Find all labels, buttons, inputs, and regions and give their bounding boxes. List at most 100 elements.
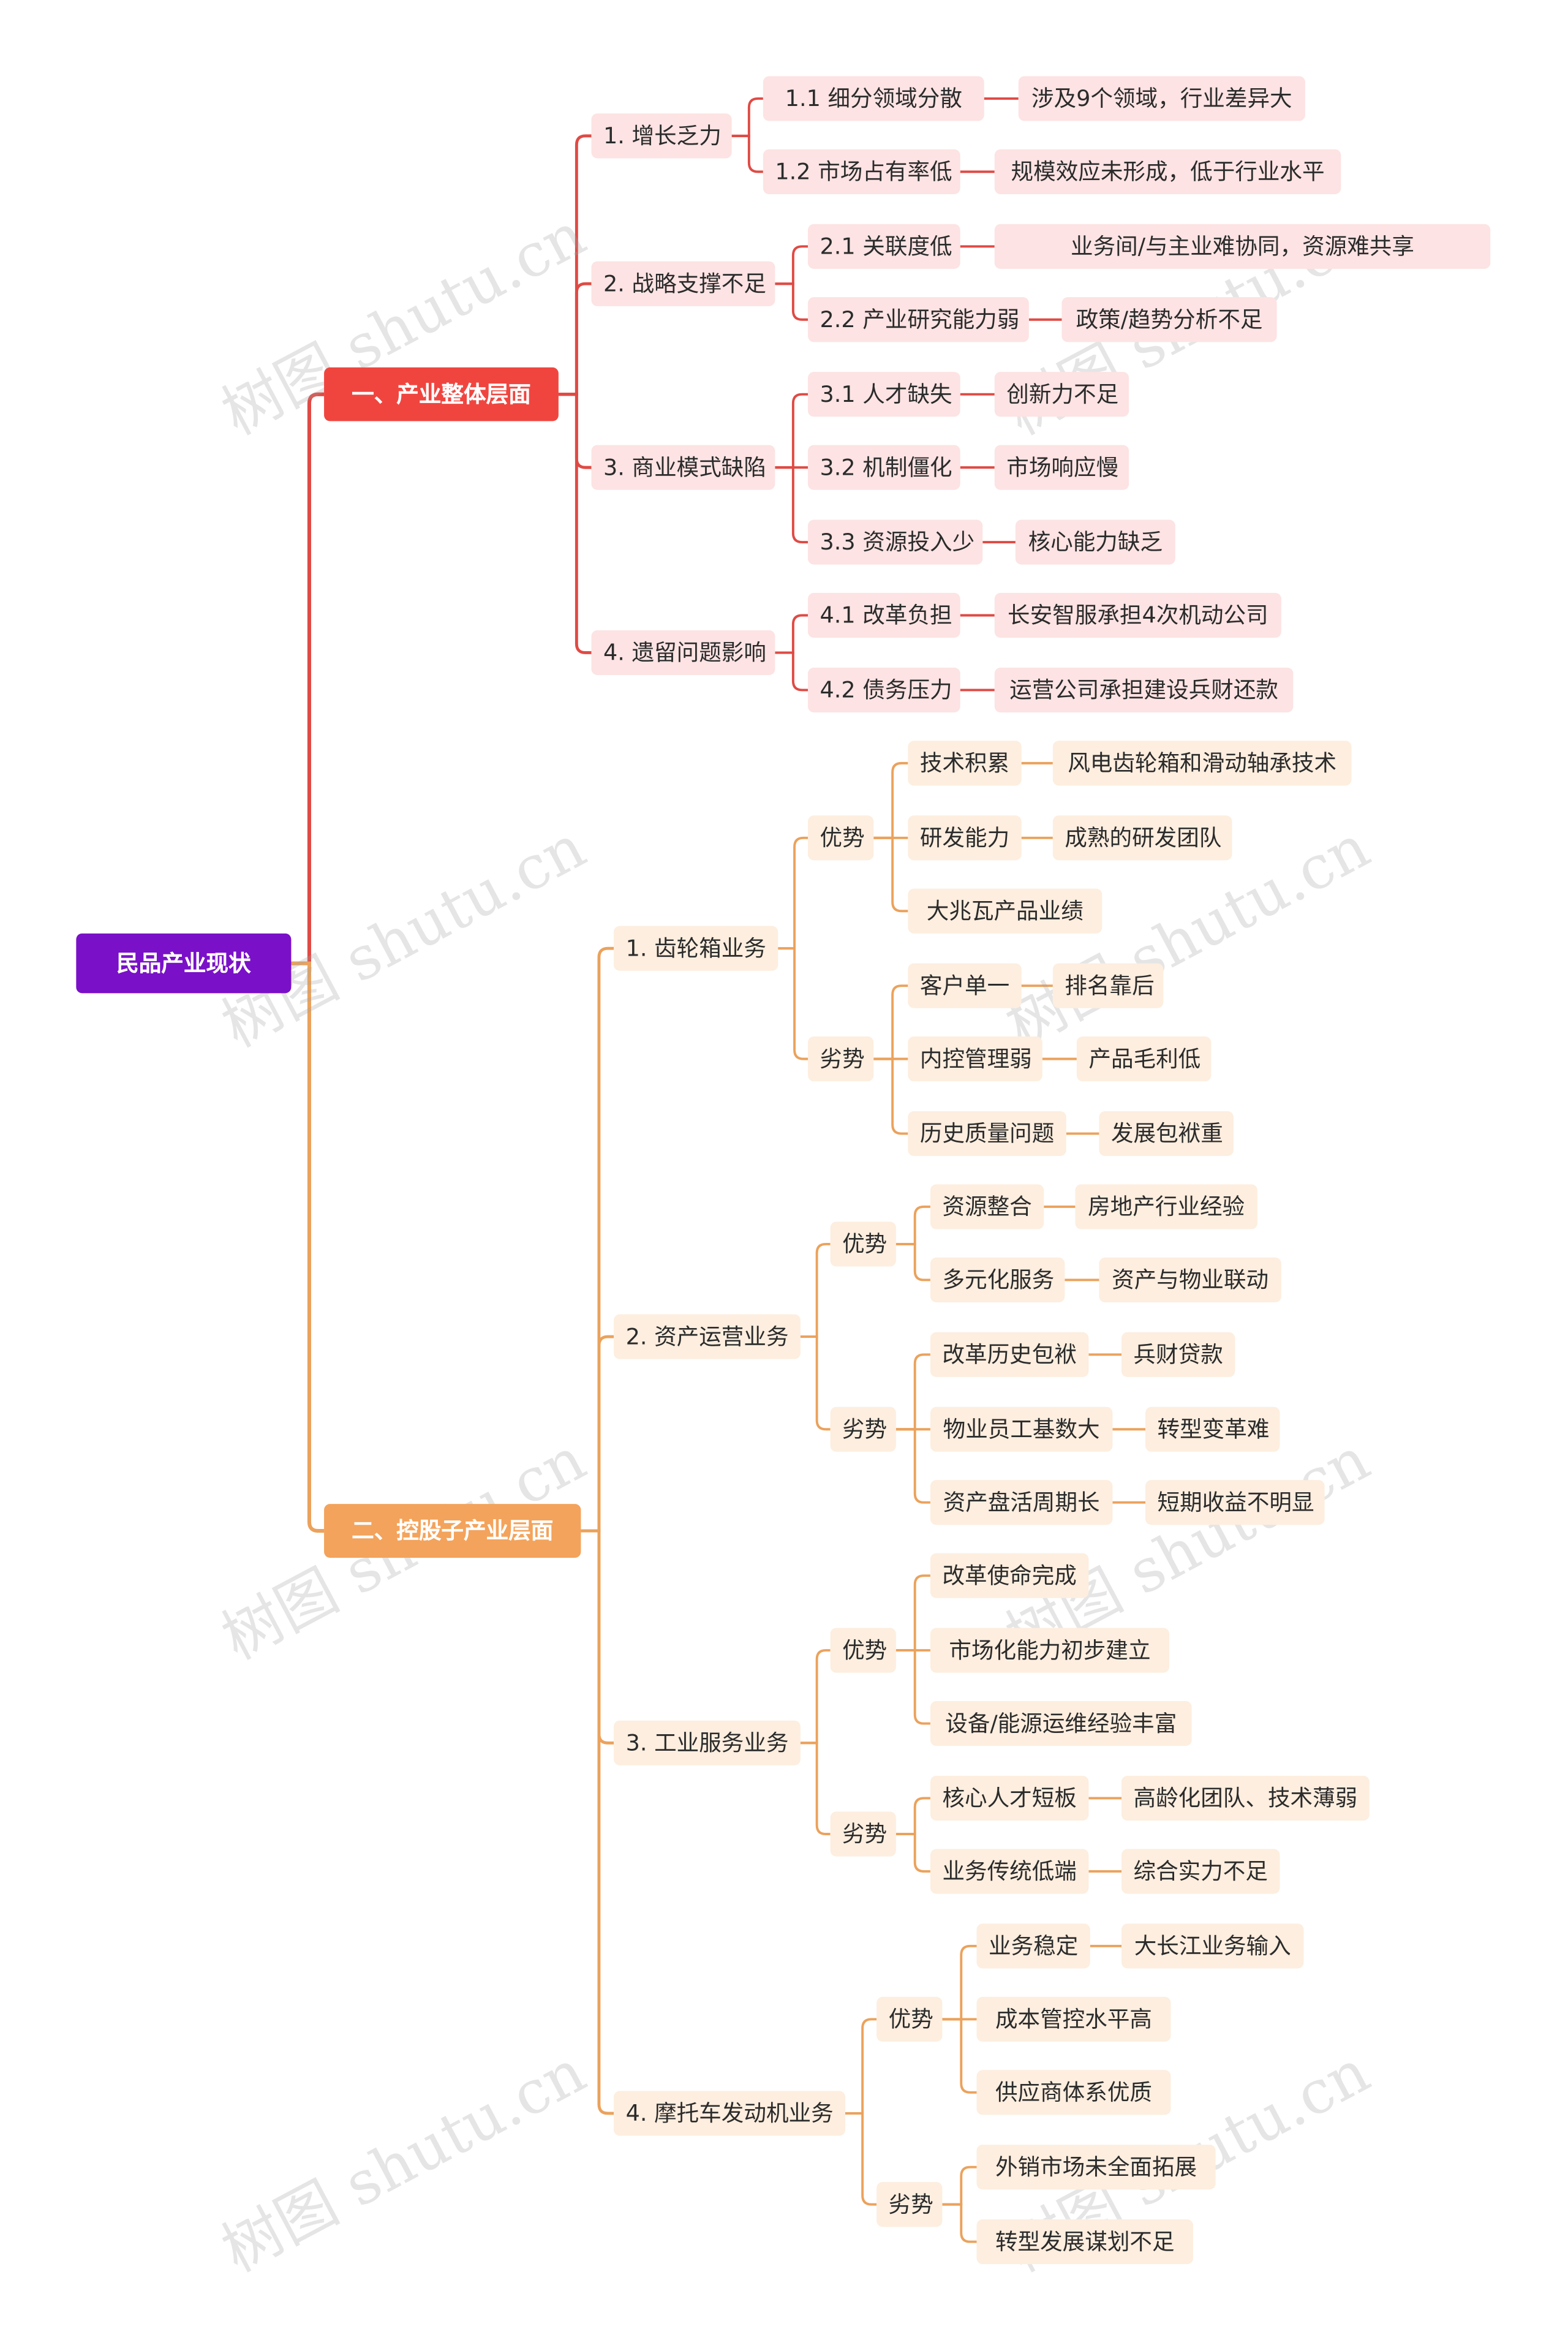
- leaf-node[interactable]: 核心能力缺乏: [1015, 519, 1175, 565]
- leaf-node[interactable]: 大长江业务输入: [1121, 1923, 1304, 1969]
- leaf-node[interactable]: 业务间/与主业难协同，资源难共享: [994, 224, 1491, 269]
- leaf-node[interactable]: 成熟的研发团队: [1052, 815, 1232, 861]
- topic-node[interactable]: 客户单一: [908, 963, 1022, 1008]
- topic-node[interactable]: 2. 战略支撑不足: [591, 261, 775, 306]
- leaf-node[interactable]: 综合实力不足: [1121, 1849, 1280, 1894]
- connector-line: [895, 1206, 930, 1245]
- topic-node[interactable]: 4. 摩托车发动机业务: [614, 2091, 845, 2136]
- topic-node[interactable]: 研发能力: [908, 815, 1022, 861]
- connector-line: [581, 946, 614, 1533]
- topic-node[interactable]: 设备/能源运维经验丰富: [930, 1701, 1192, 1746]
- topic-node[interactable]: 2.2 产业研究能力弱: [808, 297, 1029, 342]
- topic-node[interactable]: 转型发展谋划不足: [976, 2219, 1194, 2265]
- topic-node[interactable]: 历史质量问题: [908, 1111, 1066, 1157]
- topic-node[interactable]: 2. 资产运营业务: [614, 1314, 801, 1359]
- topic-node[interactable]: 4.2 债务压力: [808, 667, 960, 712]
- disadvantage-node[interactable]: 劣势: [876, 2182, 943, 2227]
- topic-node[interactable]: 3. 工业服务业务: [614, 1720, 801, 1765]
- topic-node[interactable]: 业务传统低端: [930, 1849, 1089, 1894]
- leaf-node[interactable]: 资产与物业联动: [1099, 1257, 1281, 1303]
- topic-node[interactable]: 3.1 人才缺失: [808, 372, 960, 417]
- leaf-node[interactable]: 涉及9个领域，行业差异大: [1018, 76, 1305, 121]
- leaf-node[interactable]: 市场响应慢: [994, 445, 1129, 490]
- leaf-node[interactable]: 规模效应未形成，低于行业水平: [994, 149, 1341, 194]
- connector-line: [581, 1529, 614, 2115]
- topic-node[interactable]: 核心人才短板: [930, 1775, 1089, 1821]
- connector-line: [775, 614, 809, 654]
- leaf-node[interactable]: 房地产行业经验: [1075, 1184, 1257, 1229]
- connector-line: [581, 1335, 614, 1533]
- leaf-node[interactable]: 高龄化团队、技术薄弱: [1121, 1775, 1370, 1821]
- leaf-node[interactable]: 短期收益不明显: [1145, 1480, 1325, 1525]
- connector-line: [581, 1529, 614, 1745]
- topic-node[interactable]: 业务稳定: [976, 1923, 1090, 1969]
- connector-line: [800, 1335, 831, 1431]
- connector-line: [942, 2018, 977, 2094]
- connector-line: [895, 1649, 930, 1725]
- leaf-node[interactable]: 转型变革难: [1145, 1406, 1280, 1452]
- topic-node[interactable]: 1. 齿轮箱业务: [614, 926, 778, 971]
- advantage-node[interactable]: 优势: [876, 1996, 943, 2042]
- topic-node[interactable]: 2.1 关联度低: [808, 224, 960, 269]
- disadvantage-node[interactable]: 劣势: [808, 1036, 874, 1082]
- disadvantage-node[interactable]: 劣势: [830, 1811, 896, 1857]
- topic-node[interactable]: 内控管理弱: [908, 1036, 1042, 1082]
- leaf-node[interactable]: 政策/趋势分析不足: [1061, 297, 1277, 342]
- topic-node[interactable]: 1.1 细分领域分散: [763, 76, 984, 121]
- topic-node[interactable]: 3. 商业模式缺陷: [591, 445, 775, 490]
- topic-node[interactable]: 技术积累: [908, 741, 1022, 786]
- topic-node[interactable]: 改革使命完成: [930, 1553, 1089, 1598]
- connector-line: [778, 836, 809, 950]
- connector-line: [873, 984, 908, 1060]
- topic-node[interactable]: 外销市场未全面拓展: [976, 2145, 1216, 2190]
- leaf-node[interactable]: 发展包袱重: [1099, 1111, 1234, 1157]
- connector-line: [558, 393, 592, 654]
- topic-node[interactable]: 物业员工基数大: [930, 1406, 1113, 1452]
- connector-line: [778, 947, 809, 1060]
- connector-line: [800, 1649, 831, 1745]
- topic-node[interactable]: 3.2 机制僵化: [808, 445, 960, 490]
- topic-node[interactable]: 4.1 改革负担: [808, 592, 960, 638]
- topic-node[interactable]: 多元化服务: [930, 1257, 1065, 1303]
- connector-line: [291, 961, 325, 1533]
- leaf-node[interactable]: 排名靠后: [1052, 963, 1164, 1008]
- connector-line: [873, 836, 908, 913]
- connector-line: [942, 1944, 977, 2021]
- leaf-node[interactable]: 风电齿轮箱和滑动轴承技术: [1052, 741, 1352, 786]
- connector-line: [845, 2112, 877, 2206]
- disadvantage-node[interactable]: 劣势: [830, 1406, 896, 1452]
- connector-line: [558, 393, 592, 469]
- topic-node[interactable]: 资源整合: [930, 1184, 1044, 1229]
- topic-node[interactable]: 3.3 资源投入少: [808, 519, 983, 565]
- connector-line: [895, 1574, 930, 1652]
- topic-node[interactable]: 1.2 市场占有率低: [763, 149, 960, 194]
- connector-line: [845, 2018, 877, 2115]
- leaf-node[interactable]: 创新力不足: [994, 372, 1129, 417]
- connector-line: [731, 97, 763, 137]
- connector-line: [895, 1242, 930, 1282]
- topic-node[interactable]: 1. 增长乏力: [591, 113, 732, 159]
- topic-node[interactable]: 4. 遗留问题影响: [591, 630, 775, 676]
- advantage-node[interactable]: 优势: [808, 815, 874, 861]
- root-node[interactable]: 民品产业现状: [76, 933, 292, 994]
- topic-node[interactable]: 成本管控水平高: [976, 1996, 1171, 2042]
- topic-node[interactable]: 资产盘活周期长: [930, 1480, 1113, 1525]
- advantage-node[interactable]: 优势: [830, 1221, 896, 1267]
- leaf-node[interactable]: 兵财贷款: [1121, 1332, 1235, 1377]
- advantage-node[interactable]: 优势: [830, 1628, 896, 1673]
- branch-node-holding-subsidiaries[interactable]: 二、控股子产业层面: [324, 1504, 581, 1558]
- leaf-node[interactable]: 长安智服承担4次机动公司: [994, 592, 1281, 638]
- connector-line: [942, 2165, 977, 2206]
- topic-node[interactable]: 市场化能力初步建立: [930, 1628, 1170, 1673]
- leaf-node[interactable]: 运营公司承担建设兵财还款: [994, 667, 1294, 712]
- connector-line: [800, 1742, 831, 1835]
- leaf-node[interactable]: 产品毛利低: [1076, 1036, 1212, 1082]
- connector-line: [873, 761, 908, 839]
- topic-node[interactable]: 大兆瓦产品业绩: [908, 888, 1102, 934]
- connector-line: [775, 245, 809, 285]
- topic-node[interactable]: 供应商体系优质: [976, 2070, 1171, 2115]
- branch-node-industry-overall[interactable]: 一、产业整体层面: [324, 367, 559, 421]
- topic-node[interactable]: 改革历史包袱: [930, 1332, 1089, 1377]
